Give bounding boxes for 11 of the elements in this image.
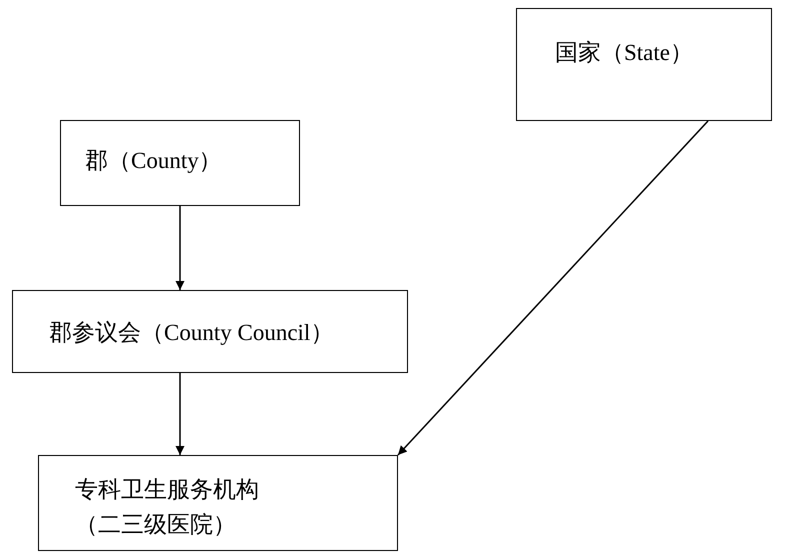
- box-label: 国家（State）: [555, 39, 694, 67]
- arrow: [176, 206, 184, 290]
- process-box: [38, 455, 398, 551]
- box-label: 郡参议会（County Council）: [49, 319, 334, 347]
- box-label: 郡（County）: [85, 147, 223, 175]
- box-label: 专科卫生服务机构（二三级医院）: [75, 476, 260, 539]
- process-box: [60, 120, 300, 206]
- process-box: [516, 8, 772, 121]
- arrow: [397, 120, 709, 456]
- arrow: [176, 373, 184, 455]
- process-box: [12, 290, 408, 373]
